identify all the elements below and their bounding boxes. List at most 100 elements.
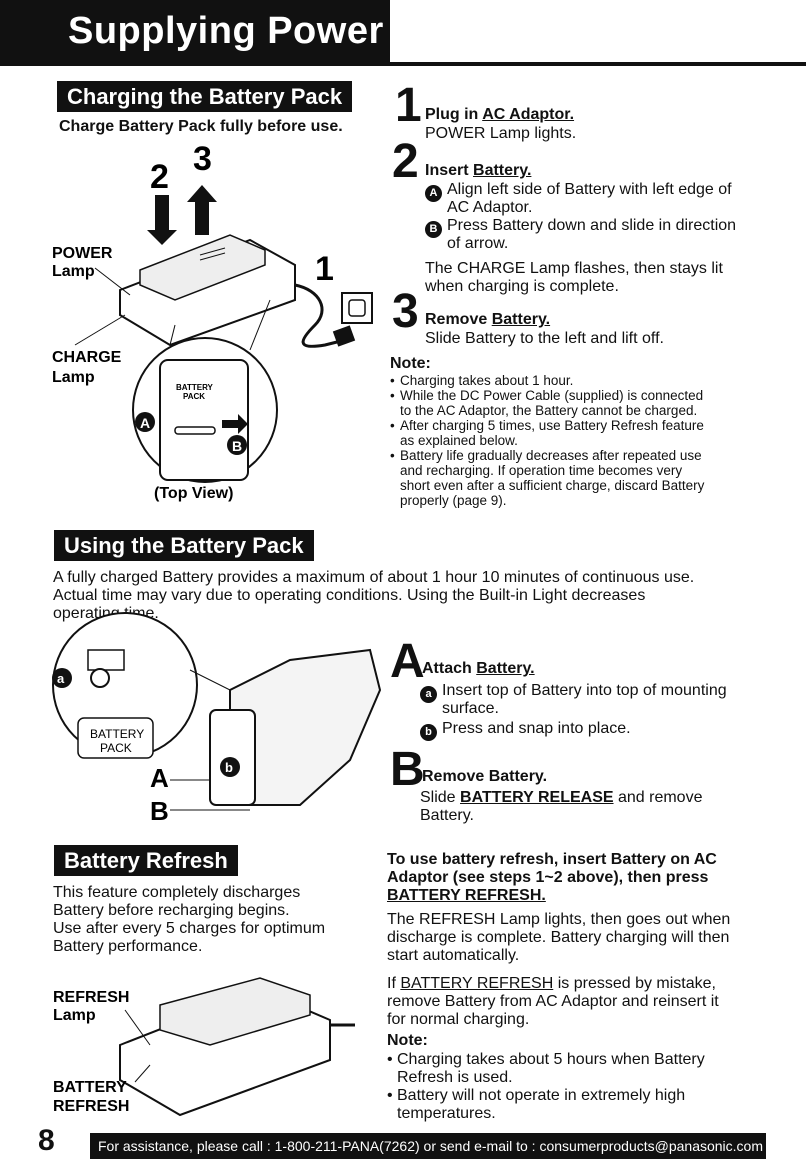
step1-text: POWER Lamp lights.: [425, 125, 577, 142]
stepB-line1: Slide BATTERY RELEASE and remove: [420, 789, 703, 806]
stepA-title: Attach Battery.: [422, 660, 535, 677]
charging-note-title: Note:: [390, 355, 431, 372]
refresh-m3: for normal charging.: [387, 1011, 530, 1028]
page-title: Supplying Power: [68, 10, 384, 52]
top-view-label: (Top View): [154, 485, 233, 502]
detail-pack-label: PACK: [100, 741, 132, 755]
note-item: Battery will not operate in extremely hi…: [387, 1087, 777, 1105]
detail-battery-label: BATTERY: [90, 727, 144, 741]
stepA-a-line2: surface.: [442, 700, 499, 717]
badge-b-icon: [227, 435, 247, 455]
title-rule: [390, 62, 806, 66]
note-item-cont: as explained below.: [400, 433, 518, 448]
refresh-m2: remove Battery from AC Adaptor and reins…: [387, 993, 719, 1010]
refresh-right-h1: To use battery refresh, insert Battery o…: [387, 851, 717, 868]
battery-shape: [139, 234, 266, 301]
note-item: Battery life gradually decreases after r…: [390, 448, 770, 463]
step2-title: Insert Battery.: [425, 162, 532, 179]
refresh-lamp-label: REFRESH: [53, 989, 129, 1006]
step2-p1: The CHARGE Lamp flashes, then stays lit: [425, 260, 723, 277]
battery-pack-label: BATTERY: [176, 383, 214, 392]
note-item: Charging takes about 5 hours when Batter…: [387, 1051, 777, 1069]
battery-top-view: [159, 359, 249, 481]
battery-refresh-label: BATTERY: [53, 1079, 127, 1096]
diagram-label-B: B: [150, 796, 169, 826]
note-item-cont: and recharging. If operation time become…: [400, 463, 683, 478]
step1-number: 1: [395, 79, 422, 132]
power-lamp-label-2: Lamp: [52, 263, 95, 280]
note-item: Charging takes about 1 hour.: [390, 373, 770, 388]
note-item-cont: short even after a sufficient charge, di…: [400, 478, 705, 493]
page-number: 8: [38, 1124, 55, 1157]
battery-pack-label-2: PACK: [183, 392, 205, 401]
up-arrow-icon: [187, 185, 217, 235]
battery-refresh-label-2: REFRESH: [53, 1098, 129, 1115]
note-item-cont: temperatures.: [397, 1105, 496, 1122]
step2-p2: when charging is complete.: [425, 278, 619, 295]
diagram-num-2: 2: [150, 158, 169, 196]
down-arrow-icon: [147, 195, 177, 245]
detail-badge-a: a: [57, 671, 65, 686]
refresh-notes: Charging takes about 5 hours when Batter…: [387, 1051, 777, 1123]
refresh-r3: start automatically.: [387, 947, 520, 964]
refresh-p4: Battery performance.: [53, 938, 203, 955]
refresh-heading: Battery Refresh: [54, 845, 238, 876]
using-heading: Using the Battery Pack: [54, 530, 314, 561]
badge-b-icon: B: [425, 221, 442, 238]
step2-a-line2: AC Adaptor.: [447, 199, 533, 216]
step3-title: Remove Battery.: [425, 311, 551, 328]
title-bar: Supplying Power: [0, 0, 390, 66]
assistance-bar: For assistance, please call : 1-800-211-…: [90, 1133, 766, 1159]
using-p2: Actual time may vary due to operating co…: [53, 587, 646, 604]
camcorder-diagram: a BATTERY PACK A B b: [52, 612, 382, 826]
refresh-m1: If BATTERY REFRESH is pressed by mistake…: [387, 975, 716, 992]
charging-subtitle: Charge Battery Pack fully before use.: [59, 118, 343, 135]
power-lamp-label: POWER: [52, 245, 113, 262]
step2-b-line2: of arrow.: [447, 235, 509, 252]
refresh-p1: This feature completely discharges: [53, 884, 301, 901]
refresh-note-title: Note:: [387, 1032, 428, 1049]
refresh-r2: discharge is complete. Battery charging …: [387, 929, 730, 946]
note-item: While the DC Power Cable (supplied) is c…: [390, 388, 770, 403]
charging-heading: Charging the Battery Pack: [57, 81, 353, 112]
badge-a-icon: [135, 412, 155, 432]
badge-a-icon: a: [420, 686, 437, 703]
stepA-number: A: [390, 635, 425, 688]
refresh-lamp-label-2: Lamp: [53, 1007, 96, 1024]
badge-a-icon: A: [425, 185, 442, 202]
refresh-right-h2: Adaptor (see steps 1~2 above), then pres…: [387, 869, 709, 886]
note-item-cont: Refresh is used.: [397, 1069, 513, 1086]
diagram-num-3: 3: [193, 140, 212, 178]
note-item-cont: to the AC Adaptor, the Battery cannot be…: [400, 403, 698, 418]
badge-b-icon: [220, 757, 240, 777]
badge-a-text: A: [140, 415, 150, 431]
step1-title: Plug in AC Adaptor.: [425, 106, 575, 123]
using-p1: A fully charged Battery provides a maxim…: [53, 569, 695, 586]
right-arrow-icon: [222, 414, 248, 434]
plug: [332, 325, 356, 347]
charge-lamp-label: CHARGE: [52, 349, 122, 366]
stepB-line2: Battery.: [420, 807, 474, 824]
refresh-diagram: REFRESH Lamp BATTERY REFRESH: [53, 977, 355, 1117]
charger-diagram: 2 3 1 POWER Lamp CHARGE Lamp BATTERY PAC…: [52, 140, 373, 502]
charge-lamp-label-2: Lamp: [52, 369, 95, 386]
diagram-badge-b: b: [225, 760, 233, 775]
power-cord: [294, 283, 346, 348]
refresh-right-h3: BATTERY REFRESH.: [387, 887, 546, 904]
badge-a-icon: [52, 668, 72, 688]
step2-number: 2: [392, 135, 419, 188]
outlet-icon: [341, 292, 373, 324]
charging-notes: Charging takes about 1 hour. While the D…: [390, 373, 770, 508]
badge-b-text: B: [232, 438, 242, 454]
note-item: After charging 5 times, use Battery Refr…: [390, 418, 770, 433]
diagram-label-A: A: [150, 763, 169, 793]
badge-b-icon: b: [420, 724, 437, 741]
refresh-p2: Battery before recharging begins.: [53, 902, 290, 919]
stepB-number: B: [390, 743, 425, 796]
note-item-cont: properly (page 9).: [400, 493, 507, 508]
stepB-title: Remove Battery.: [422, 768, 548, 785]
